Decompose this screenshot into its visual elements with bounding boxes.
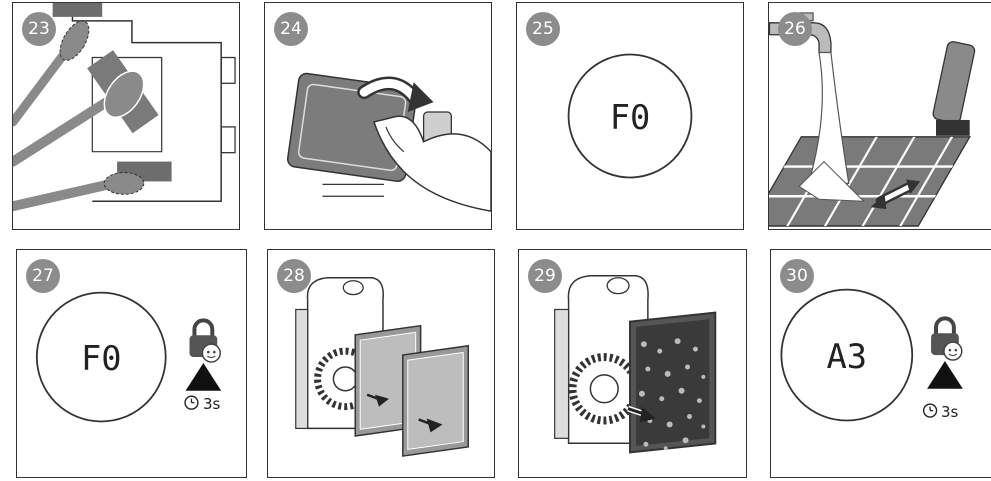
step-23-panel: 23 [12, 2, 240, 230]
step-29-panel: 29 [518, 249, 747, 478]
step-24-panel: 24 [264, 2, 492, 230]
display-readout: A3 [827, 337, 868, 376]
step-27-panel: 27 F0 3s [16, 249, 247, 478]
step-26-panel: 26 [768, 2, 991, 230]
step-number-badge: 27 [26, 259, 60, 293]
lock-button-icon [927, 318, 963, 388]
step-number-badge: 28 [277, 259, 311, 293]
clock-icon [924, 404, 937, 417]
step-number-badge: 30 [780, 259, 814, 293]
display-readout: F0 [610, 98, 651, 137]
step-number-badge: 24 [274, 12, 308, 46]
step-25-panel: 25 F0 [516, 2, 744, 230]
step-number-badge: 25 [526, 12, 560, 46]
hold-duration: 3s [203, 395, 220, 413]
step-28-panel: 28 [267, 249, 495, 478]
step-number-badge: 29 [528, 259, 562, 293]
lock-button-icon [186, 320, 222, 390]
clock-icon [185, 396, 198, 409]
step-30-panel: 30 A3 3s [770, 249, 991, 478]
display-readout: F0 [81, 339, 122, 378]
step-number-badge: 26 [778, 12, 812, 46]
step-number-badge: 23 [22, 12, 56, 46]
hold-duration: 3s [941, 403, 958, 421]
